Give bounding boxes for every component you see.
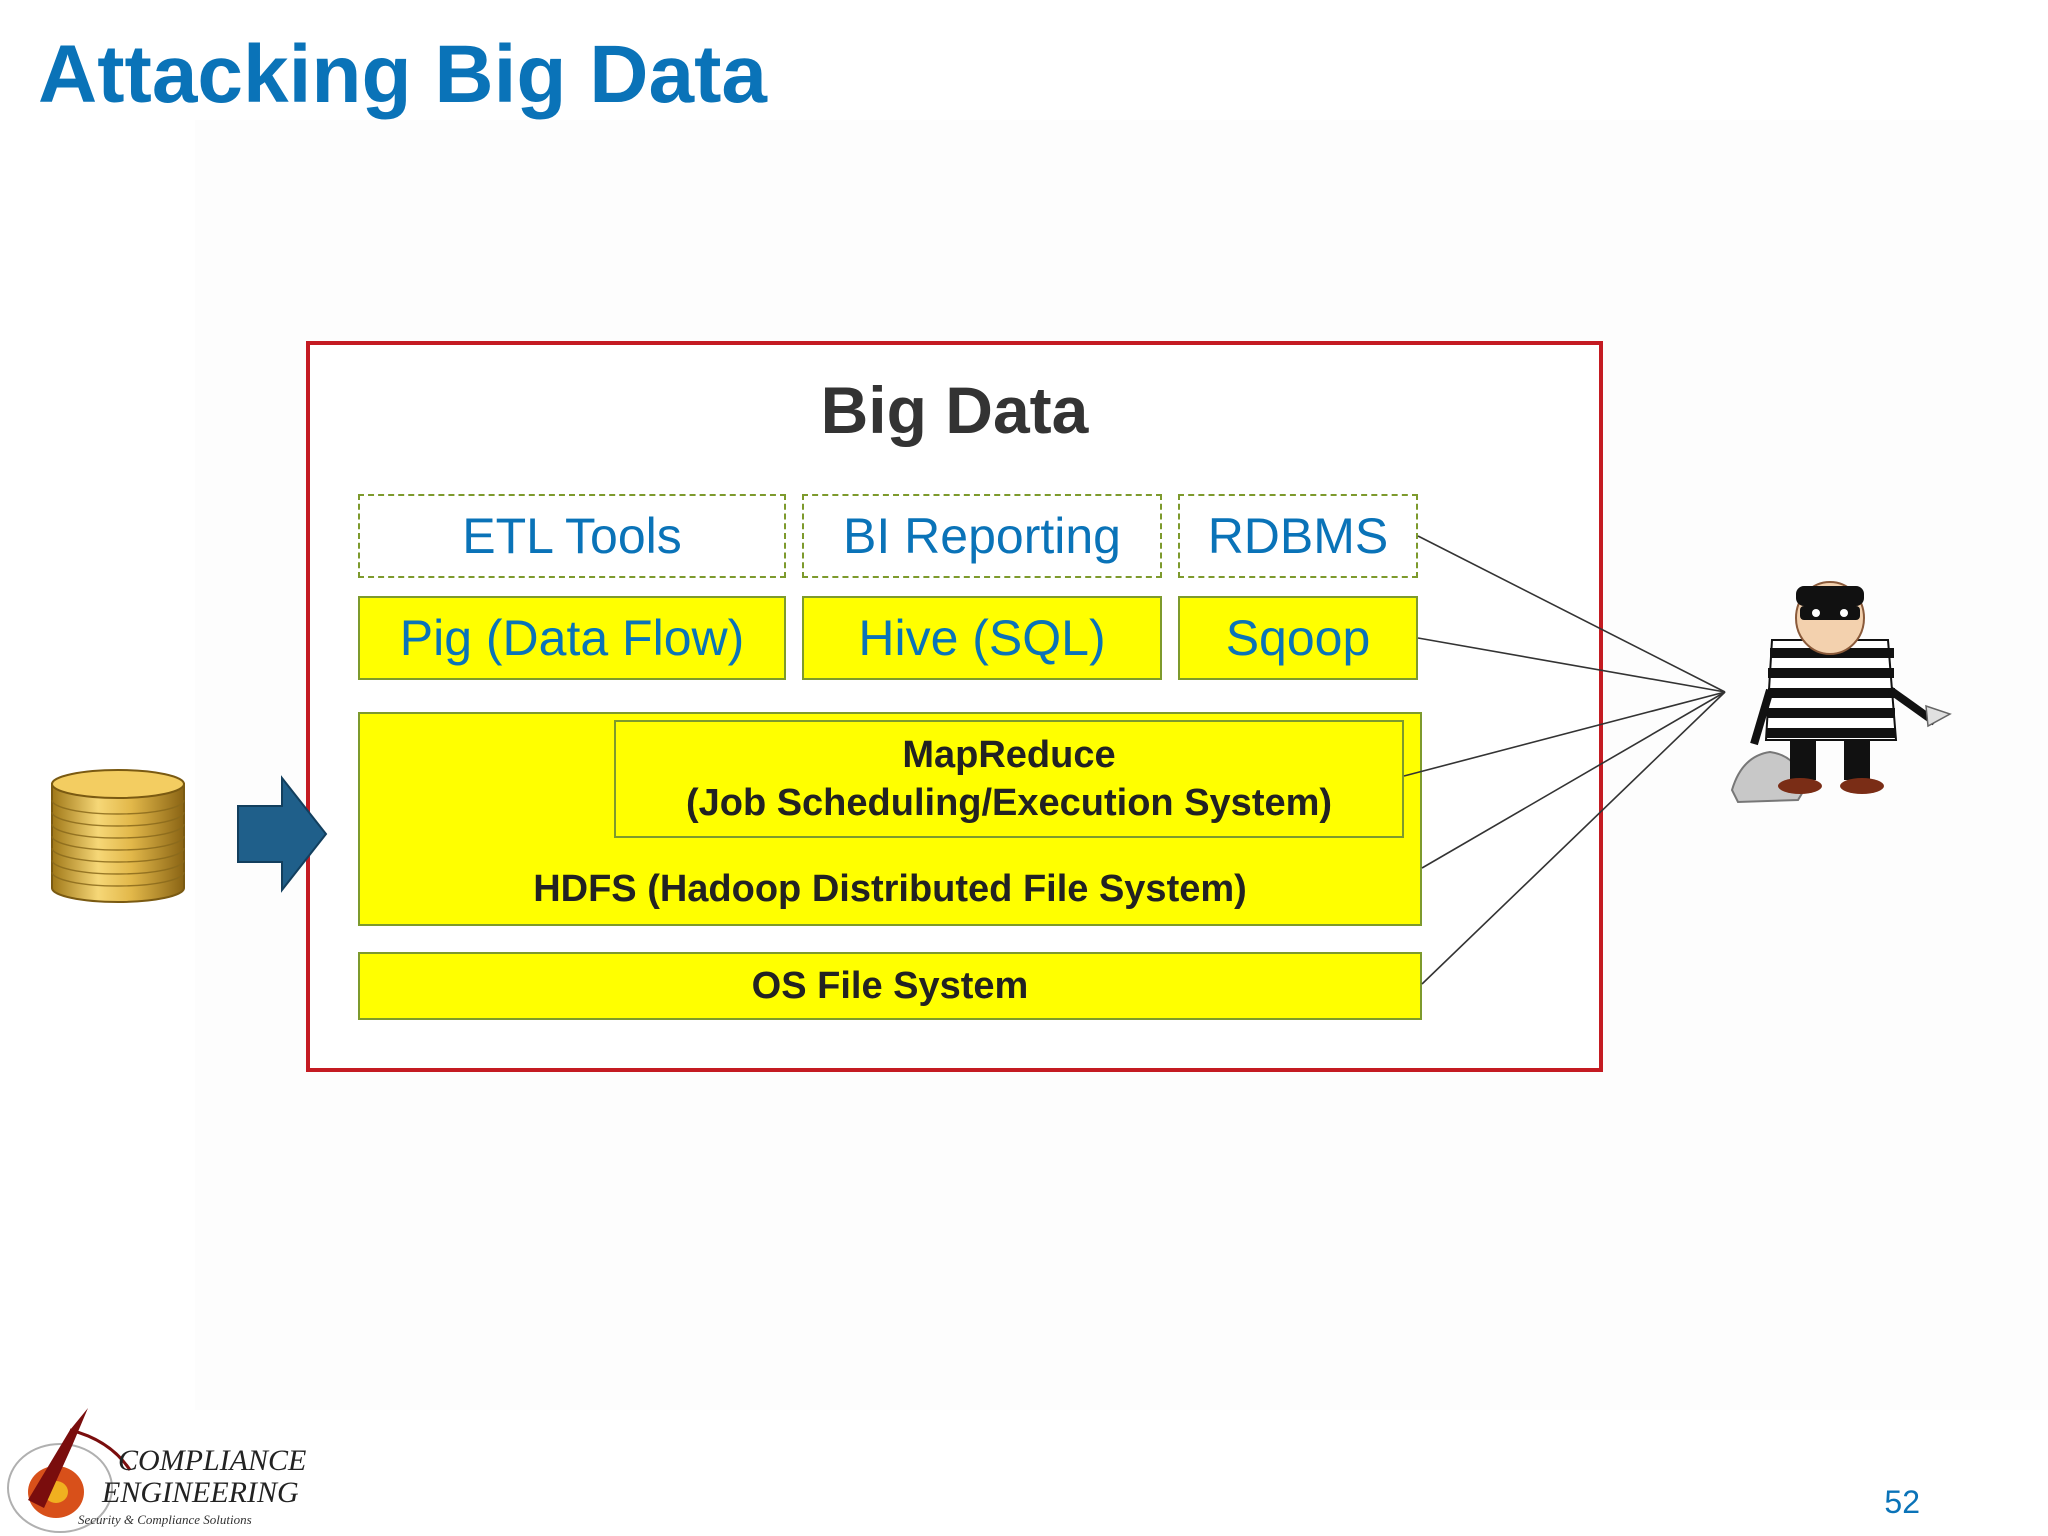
pig-box: Pig (Data Flow) <box>358 596 786 680</box>
logo-tagline: Security & Compliance Solutions <box>78 1512 252 1527</box>
attack-line-sqoop <box>1417 637 1726 693</box>
logo-line2: ENGINEERING <box>102 1476 299 1509</box>
database-icon <box>51 769 185 903</box>
bi-reporting-box: BI Reporting <box>802 494 1162 578</box>
sqoop-box: Sqoop <box>1178 596 1418 680</box>
attack-line-mapreduce <box>1403 691 1726 777</box>
etl-tools-box: ETL Tools <box>358 494 786 578</box>
hive-box: Hive (SQL) <box>802 596 1162 680</box>
robber-icon <box>1730 581 1952 804</box>
big-data-frame <box>306 341 1603 1072</box>
company-logo-icon <box>7 1408 132 1533</box>
os-file-system-box: OS File System <box>358 952 1422 1020</box>
arrow-right-icon <box>237 775 328 893</box>
mapreduce-title: MapReduce <box>902 734 1116 776</box>
rdbms-box: RDBMS <box>1178 494 1418 578</box>
mapreduce-box: MapReduce (Job Scheduling/Execution Syst… <box>614 720 1404 838</box>
mapreduce-subtitle: (Job Scheduling/Execution System) <box>685 782 1333 824</box>
attack-line-rdbms <box>1417 535 1726 693</box>
attack-line-hdfs <box>1421 691 1726 869</box>
attack-line-os <box>1421 691 1726 985</box>
frame-title: Big Data <box>820 373 1089 447</box>
slide-title: Attacking Big Data <box>38 29 767 120</box>
page-number: 52 <box>1884 1484 1920 1520</box>
hdfs-label: HDFS (Hadoop Distributed File System) <box>533 868 1247 910</box>
logo-line1: COMPLIANCE <box>118 1444 307 1477</box>
attack-lines <box>1403 535 1726 985</box>
